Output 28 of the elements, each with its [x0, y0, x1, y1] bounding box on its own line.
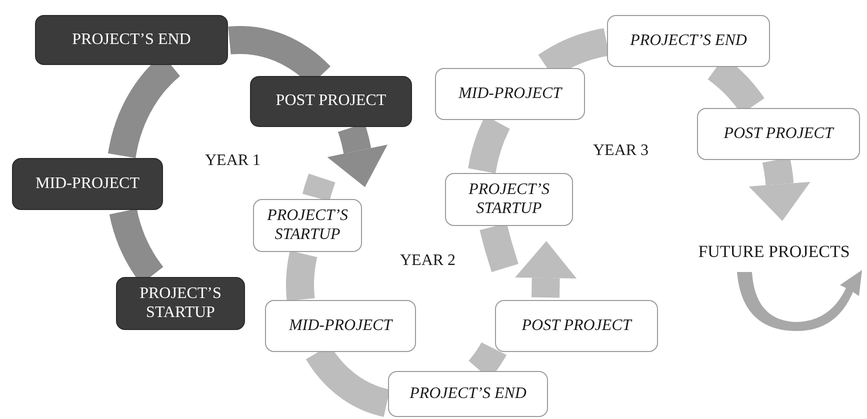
stage-box	[35, 15, 228, 65]
year-label: YEAR 1	[205, 152, 261, 170]
stage-label: MID-PROJECT	[288, 316, 392, 336]
stage-box	[435, 68, 585, 120]
stage-box	[12, 158, 163, 210]
node-label: FUTURE PROJECTS	[690, 232, 858, 262]
stage-box	[697, 108, 860, 160]
stage-box	[265, 300, 416, 352]
year-label: YEAR 3	[593, 142, 649, 160]
stage-label: MID-PROJECT	[35, 174, 140, 194]
stage-box	[607, 15, 770, 67]
stage-label: POST PROJECT	[522, 316, 632, 336]
stage-label: PROJECT’S STARTUP	[468, 181, 550, 218]
stage-box	[388, 371, 548, 417]
stage-box	[445, 173, 573, 226]
stage-label: PROJECT’S END	[72, 30, 191, 50]
stage-box	[250, 76, 412, 127]
stage-label: PROJECT’S END	[410, 384, 526, 404]
year-label: YEAR 2	[400, 252, 456, 270]
stage-label: PROJECT’S STARTUP	[138, 285, 222, 322]
stage-box	[116, 277, 245, 330]
stage-label: PROJECT’S END	[630, 32, 747, 50]
stage-label: MID-PROJECT	[458, 84, 562, 104]
stage-label: PROJECT’S STARTUP	[267, 207, 348, 244]
stage-label: POST PROJECT	[276, 92, 386, 111]
stage-box	[495, 300, 658, 352]
stage-label: POST PROJECT	[724, 124, 834, 144]
stage-box	[253, 199, 362, 252]
